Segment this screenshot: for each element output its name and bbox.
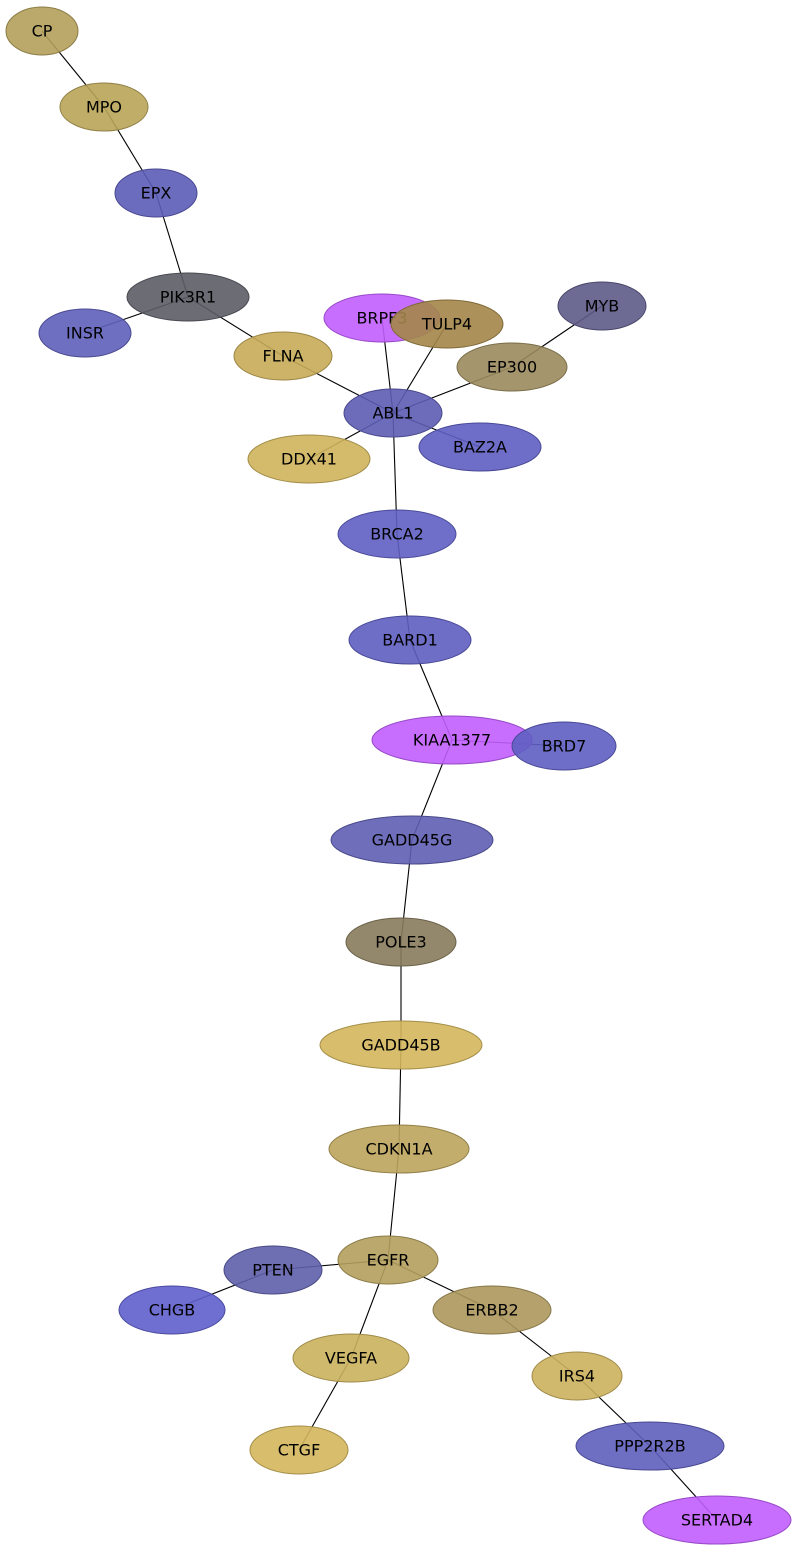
node-shape-brca2 [337, 509, 457, 559]
node-label-flna: FLNA [262, 347, 303, 366]
node-shape-cp [5, 6, 79, 56]
node-shape-epx [114, 168, 198, 218]
node-pole3[interactable]: POLE3 [345, 917, 457, 967]
node-ppp2r2b[interactable]: PPP2R2B [575, 1421, 725, 1471]
node-label-ep300: EP300 [487, 358, 537, 377]
node-gadd45b[interactable]: GADD45B [319, 1020, 483, 1070]
node-cdkn1a[interactable]: CDKN1A [328, 1124, 470, 1174]
node-label-kiaa1377: KIAA1377 [413, 731, 491, 750]
node-shape-myb [557, 281, 647, 331]
node-shape-flna [233, 331, 333, 381]
node-shape-ddx41 [247, 434, 371, 484]
node-insr[interactable]: INSR [38, 308, 132, 358]
node-label-insr: INSR [66, 324, 104, 343]
node-label-abl1: ABL1 [372, 404, 413, 423]
node-shape-erbb2 [432, 1285, 552, 1335]
node-kiaa1377[interactable]: KIAA1377 [371, 715, 533, 765]
node-egfr[interactable]: EGFR [337, 1235, 439, 1285]
node-gadd45g[interactable]: GADD45G [330, 815, 494, 865]
node-shape-vegfa [292, 1333, 410, 1383]
node-label-gadd45g: GADD45G [372, 831, 453, 850]
node-brd7[interactable]: BRD7 [511, 721, 617, 771]
node-brca2[interactable]: BRCA2 [337, 509, 457, 559]
node-tulp4[interactable]: TULP4 [390, 299, 504, 349]
node-pten[interactable]: PTEN [223, 1245, 323, 1295]
node-flna[interactable]: FLNA [233, 331, 333, 381]
node-label-baz2a: BAZ2A [453, 438, 507, 457]
node-label-cdkn1a: CDKN1A [365, 1140, 432, 1159]
node-shape-insr [38, 308, 132, 358]
node-shape-baz2a [418, 422, 542, 472]
node-ddx41[interactable]: DDX41 [247, 434, 371, 484]
node-label-sertad4: SERTAD4 [681, 1511, 753, 1530]
node-shape-ctgf [249, 1425, 349, 1475]
node-label-irs4: IRS4 [559, 1367, 595, 1386]
node-label-mpo: MPO [86, 98, 122, 117]
node-cp[interactable]: CP [5, 6, 79, 56]
node-label-epx: EPX [141, 184, 172, 203]
node-bard1[interactable]: BARD1 [348, 615, 472, 665]
node-shape-gadd45b [319, 1020, 483, 1070]
node-ep300[interactable]: EP300 [456, 342, 568, 392]
node-baz2a[interactable]: BAZ2A [418, 422, 542, 472]
node-label-pole3: POLE3 [375, 933, 426, 952]
node-shape-ppp2r2b [575, 1421, 725, 1471]
node-irs4[interactable]: IRS4 [531, 1351, 623, 1401]
node-chgb[interactable]: CHGB [118, 1285, 226, 1335]
node-abl1[interactable]: ABL1 [343, 388, 443, 438]
node-label-cp: CP [32, 22, 53, 41]
node-label-egfr: EGFR [367, 1251, 410, 1270]
node-label-brd7: BRD7 [542, 737, 587, 756]
node-sertad4[interactable]: SERTAD4 [642, 1495, 792, 1545]
node-label-vegfa: VEGFA [325, 1349, 377, 1368]
node-erbb2[interactable]: ERBB2 [432, 1285, 552, 1335]
node-shape-ep300 [456, 342, 568, 392]
node-label-chgb: CHGB [149, 1301, 196, 1320]
node-shape-egfr [337, 1235, 439, 1285]
node-shape-abl1 [343, 388, 443, 438]
node-shape-tulp4 [390, 299, 504, 349]
node-mpo[interactable]: MPO [59, 82, 149, 132]
node-pik3r1[interactable]: PIK3R1 [126, 272, 250, 322]
node-shape-chgb [118, 1285, 226, 1335]
node-shape-mpo [59, 82, 149, 132]
node-label-bard1: BARD1 [382, 631, 438, 650]
node-label-ppp2r2b: PPP2R2B [614, 1437, 685, 1456]
node-shape-gadd45g [330, 815, 494, 865]
node-shape-bard1 [348, 615, 472, 665]
node-shape-cdkn1a [328, 1124, 470, 1174]
node-shape-irs4 [531, 1351, 623, 1401]
node-vegfa[interactable]: VEGFA [292, 1333, 410, 1383]
node-shape-brd7 [511, 721, 617, 771]
node-label-ddx41: DDX41 [281, 450, 337, 469]
node-myb[interactable]: MYB [557, 281, 647, 331]
node-shape-pten [223, 1245, 323, 1295]
node-epx[interactable]: EPX [114, 168, 198, 218]
node-label-brca2: BRCA2 [370, 525, 424, 544]
node-label-gadd45b: GADD45B [361, 1036, 440, 1055]
node-shape-pole3 [345, 917, 457, 967]
node-shape-sertad4 [642, 1495, 792, 1545]
node-label-ctgf: CTGF [278, 1441, 321, 1460]
node-label-myb: MYB [585, 297, 620, 316]
node-label-pten: PTEN [252, 1261, 294, 1280]
node-label-pik3r1: PIK3R1 [160, 288, 216, 307]
node-label-tulp4: TULP4 [421, 315, 472, 334]
node-shape-pik3r1 [126, 272, 250, 322]
node-ctgf[interactable]: CTGF [249, 1425, 349, 1475]
node-label-erbb2: ERBB2 [465, 1301, 518, 1320]
